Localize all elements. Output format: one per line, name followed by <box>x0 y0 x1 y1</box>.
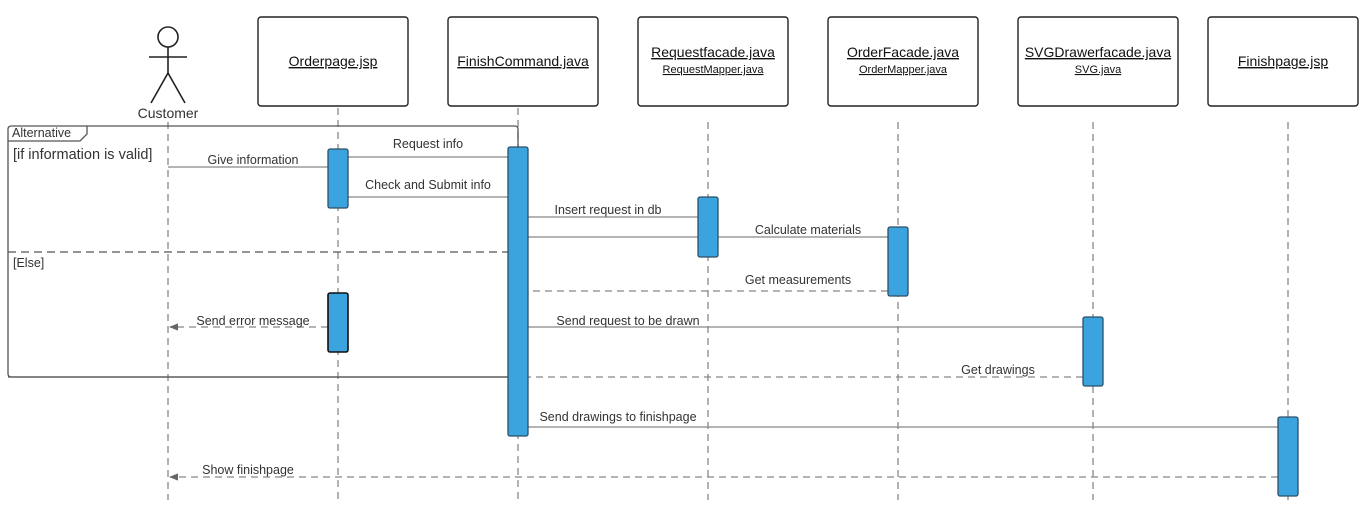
participant-svgdrawerfacade <box>1017 16 1179 107</box>
participant-title: Requestfacade.java <box>651 44 775 60</box>
actor-head-icon <box>157 26 179 48</box>
messages <box>8 156 1278 481</box>
participant-subtitle: OrderMapper.java <box>859 64 948 76</box>
activation-bar <box>327 148 349 209</box>
participant-subtitle: RequestMapper.java <box>663 64 765 76</box>
participant-finishpage <box>1207 16 1359 107</box>
activation-bar <box>327 292 349 353</box>
fragment-guard-if: [if information is valid] <box>13 147 152 163</box>
participant-title: FinishCommand.java <box>457 53 589 69</box>
message-label: Get measurements <box>745 273 851 287</box>
participant-title: Finishpage.jsp <box>1238 53 1328 69</box>
participant-orderpage <box>257 16 409 107</box>
actor-left-leg <box>150 72 169 104</box>
actor-label: Customer <box>138 105 199 121</box>
message-label: Show finishpage <box>202 463 294 477</box>
participant-requestfacade <box>637 16 789 107</box>
activations <box>327 146 1299 497</box>
participant-title: OrderFacade.java <box>847 44 959 60</box>
participant-boxes <box>257 16 1359 107</box>
participant-finishcommand <box>447 16 599 107</box>
activation-bar <box>887 226 909 297</box>
activation-bar <box>1277 416 1299 497</box>
message-label: Send request to be drawn <box>556 314 699 328</box>
fragment-guard-else: [Else] <box>13 256 44 270</box>
participant-title: Orderpage.jsp <box>289 53 378 69</box>
participant-orderfacade <box>827 16 979 107</box>
participant-title: SVGDrawerfacade.java <box>1025 44 1172 60</box>
actor-customer <box>149 26 187 104</box>
alt-fragment-tab <box>8 126 88 142</box>
message-label: Get drawings <box>961 363 1035 377</box>
message-label: Insert request in db <box>554 203 661 217</box>
message-label: Send drawings to finishpage <box>539 410 696 424</box>
message-label: Calculate materials <box>755 223 861 237</box>
message-label: Request info <box>393 137 463 151</box>
activation-bar <box>1082 316 1104 387</box>
fragment-operator: Alternative <box>12 126 71 140</box>
actor-right-leg <box>167 72 186 104</box>
activation-bar <box>507 146 529 437</box>
message-label: Check and Submit info <box>365 178 491 192</box>
activation-bar <box>697 196 719 258</box>
message-label: Send error message <box>196 314 309 328</box>
message-label: Give information <box>207 153 298 167</box>
participant-subtitle: SVG.java <box>1075 64 1122 76</box>
